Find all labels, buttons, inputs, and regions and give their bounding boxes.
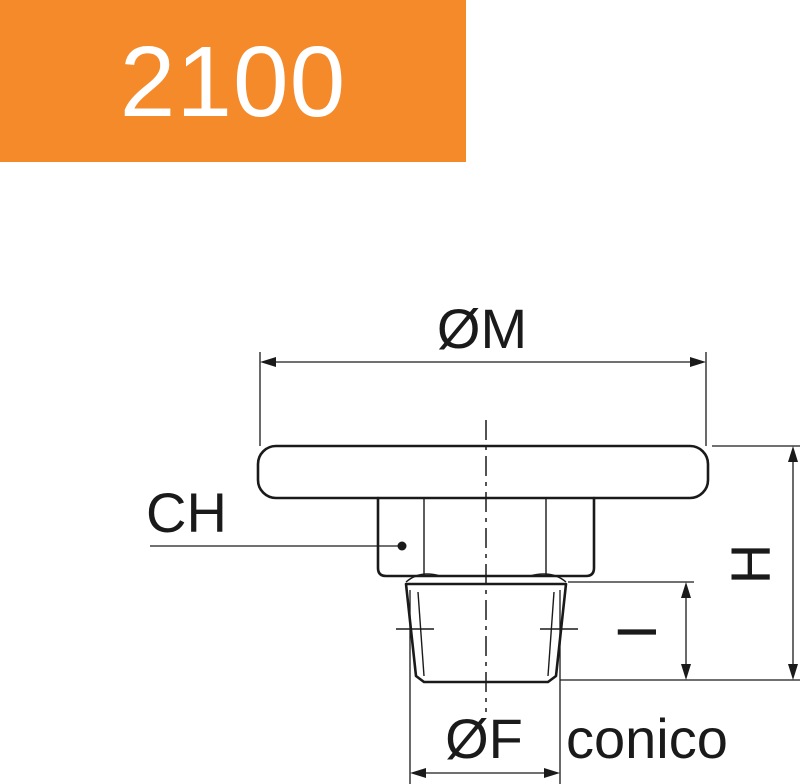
product-code-badge: 2100 [0, 0, 466, 162]
arrow-head [260, 357, 276, 367]
hex-chamfer [405, 573, 567, 583]
label-thread-length: I [605, 624, 668, 640]
leader-dot [397, 541, 407, 551]
arrow-head [681, 664, 691, 680]
arrow-head [681, 582, 691, 598]
product-code: 2100 [119, 26, 347, 138]
label-diameter-m: ØM [437, 297, 527, 360]
part-outline [256, 444, 710, 684]
thread-root-right [547, 591, 555, 677]
dimension-diameter-f: ØF conico [409, 590, 728, 784]
label-thread-type: conico [566, 707, 728, 770]
thread-root-left [417, 591, 425, 677]
dimension-wrench-size: CH [146, 481, 407, 551]
label-height-total: H [719, 544, 782, 584]
dimension-diameter-m: ØM [259, 297, 707, 446]
flange-head [256, 444, 710, 500]
arrow-head [544, 768, 560, 778]
label-diameter-f: ØF [445, 707, 523, 770]
threaded-shank [404, 582, 568, 684]
arrow-head [690, 357, 706, 367]
arrow-head [788, 664, 798, 680]
arrow-head [410, 768, 426, 778]
dimension-height-total: H [560, 445, 800, 681]
arrow-head [788, 446, 798, 462]
dimension-thread-length: I [568, 581, 694, 680]
label-wrench-size: CH [146, 481, 227, 544]
